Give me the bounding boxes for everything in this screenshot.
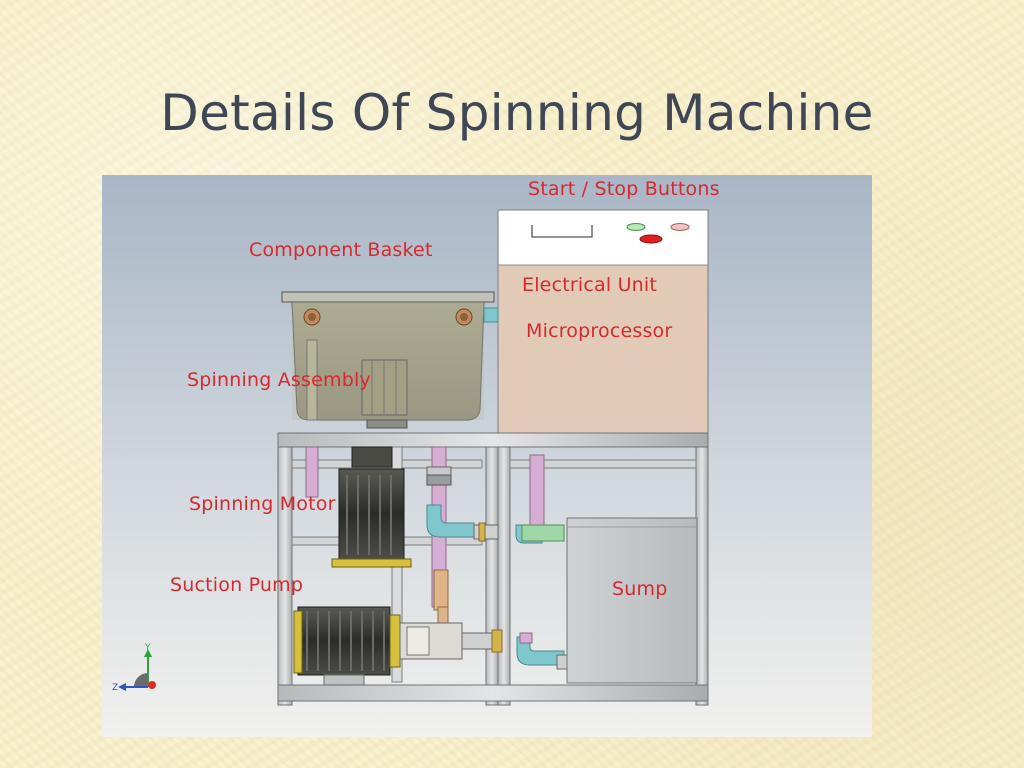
axis-y-label: Y <box>144 643 151 653</box>
label-spinning-motor: Spinning Motor <box>189 493 336 515</box>
label-suction-pump: Suction Pump <box>170 574 304 596</box>
component-basket <box>281 291 499 429</box>
pipework <box>305 446 568 670</box>
label-spinning-assembly: Spinning Assembly <box>187 369 371 391</box>
label-electrical-unit: Electrical Unit <box>522 274 658 296</box>
machine-drawing: Y Z <box>102 175 872 737</box>
slide-title: Details Of Spinning Machine <box>160 84 874 142</box>
label-component-basket: Component Basket <box>249 239 433 261</box>
suction-pump <box>293 606 463 686</box>
spinning-motor <box>331 446 412 568</box>
label-start-stop-buttons: Start / Stop Buttons <box>528 178 720 200</box>
sump <box>566 517 698 684</box>
axis-z-label: Z <box>112 683 118 693</box>
label-microprocessor: Microprocessor <box>526 320 673 342</box>
start-stop-buttons <box>626 223 690 244</box>
machine-diagram: Y Z Start / Stop Buttons Component Baske… <box>102 175 872 737</box>
axis-triad-icon: Y Z <box>112 643 156 693</box>
label-sump: Sump <box>612 578 668 600</box>
